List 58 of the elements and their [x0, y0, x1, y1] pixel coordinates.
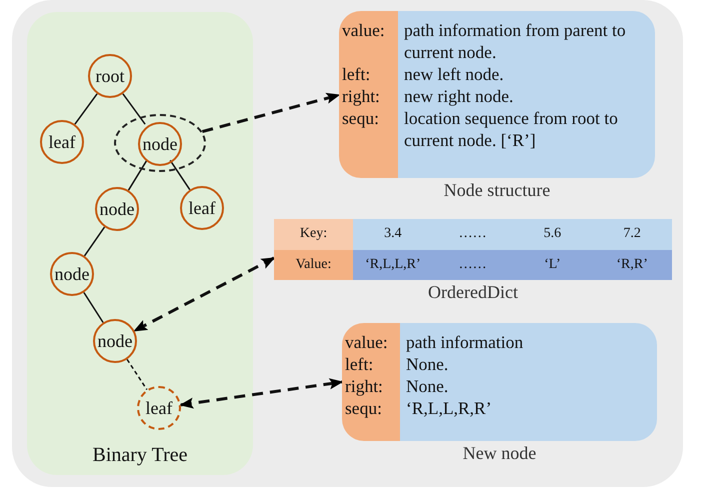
table-cell: …… — [432, 250, 512, 280]
tree-link — [122, 93, 146, 125]
tree-link — [84, 226, 106, 256]
field-value: location sequence from root to current node. [‘R’] — [403, 107, 619, 151]
field-name: value: — [342, 19, 386, 42]
field-value: new right node. — [403, 85, 514, 107]
tree-link — [128, 160, 148, 191]
field-value: new left node. — [403, 63, 505, 85]
node-label: node — [98, 332, 132, 350]
field-value: None. — [405, 375, 450, 397]
field-value: path information from parent to current node. — [403, 19, 627, 63]
field-name: sequ: — [345, 397, 383, 419]
table-cell: Key: — [274, 219, 353, 250]
node-label: Node structure — [442, 180, 552, 201]
field-name: right: — [342, 85, 381, 107]
group-title: Binary Tree — [92, 444, 188, 467]
node-label: root — [96, 67, 124, 85]
dashed-arrow — [133, 256, 276, 332]
table-cell: 3.4 — [353, 219, 433, 250]
table-cell: 5.6 — [512, 219, 592, 250]
dashed-arrow — [202, 92, 340, 134]
tree-link — [74, 93, 98, 125]
tree-node-circle — [180, 186, 224, 230]
node-label: OrderedDict — [427, 282, 519, 303]
group-panel — [27, 12, 253, 475]
tree-node-circle — [93, 319, 137, 363]
table-cell: Value: — [274, 250, 353, 280]
node-label: leaf — [48, 133, 76, 151]
field-name: left: — [342, 63, 372, 85]
table-cell: …… — [432, 219, 512, 250]
table-cell: ‘L’ — [512, 250, 592, 280]
table-cell: 7.2 — [592, 219, 672, 250]
tree-node-circle — [138, 122, 182, 166]
dashed-ellipse — [114, 114, 206, 172]
node-label: leaf — [146, 399, 172, 417]
table-cell: ‘R,R’ — [592, 250, 672, 280]
node-label: New node — [462, 443, 538, 464]
field-name: right: — [345, 375, 384, 397]
tree-node-circle — [137, 386, 181, 430]
field-name: sequ: — [342, 107, 380, 130]
node-label: leaf — [188, 199, 216, 217]
node-label: node — [100, 200, 134, 218]
tree-link — [83, 292, 104, 323]
field-value: ‘R,L,L,R,R’ — [405, 397, 493, 419]
node-label: node — [142, 135, 178, 153]
field-name: left: — [345, 353, 374, 375]
field-name: value: — [345, 331, 389, 353]
tree-node-circle — [40, 120, 84, 164]
tree-node-circle — [95, 187, 139, 231]
table-cell: ‘R,L,L,R’ — [353, 250, 433, 280]
node-label: node — [54, 265, 90, 283]
tree-node-circle — [50, 252, 94, 296]
tree-node-circle — [88, 54, 132, 98]
dashed-arrow — [179, 378, 344, 409]
tree-link — [170, 160, 190, 190]
field-value: None. — [405, 353, 450, 375]
dashed-line — [126, 358, 148, 390]
field-value: path information — [405, 331, 524, 353]
